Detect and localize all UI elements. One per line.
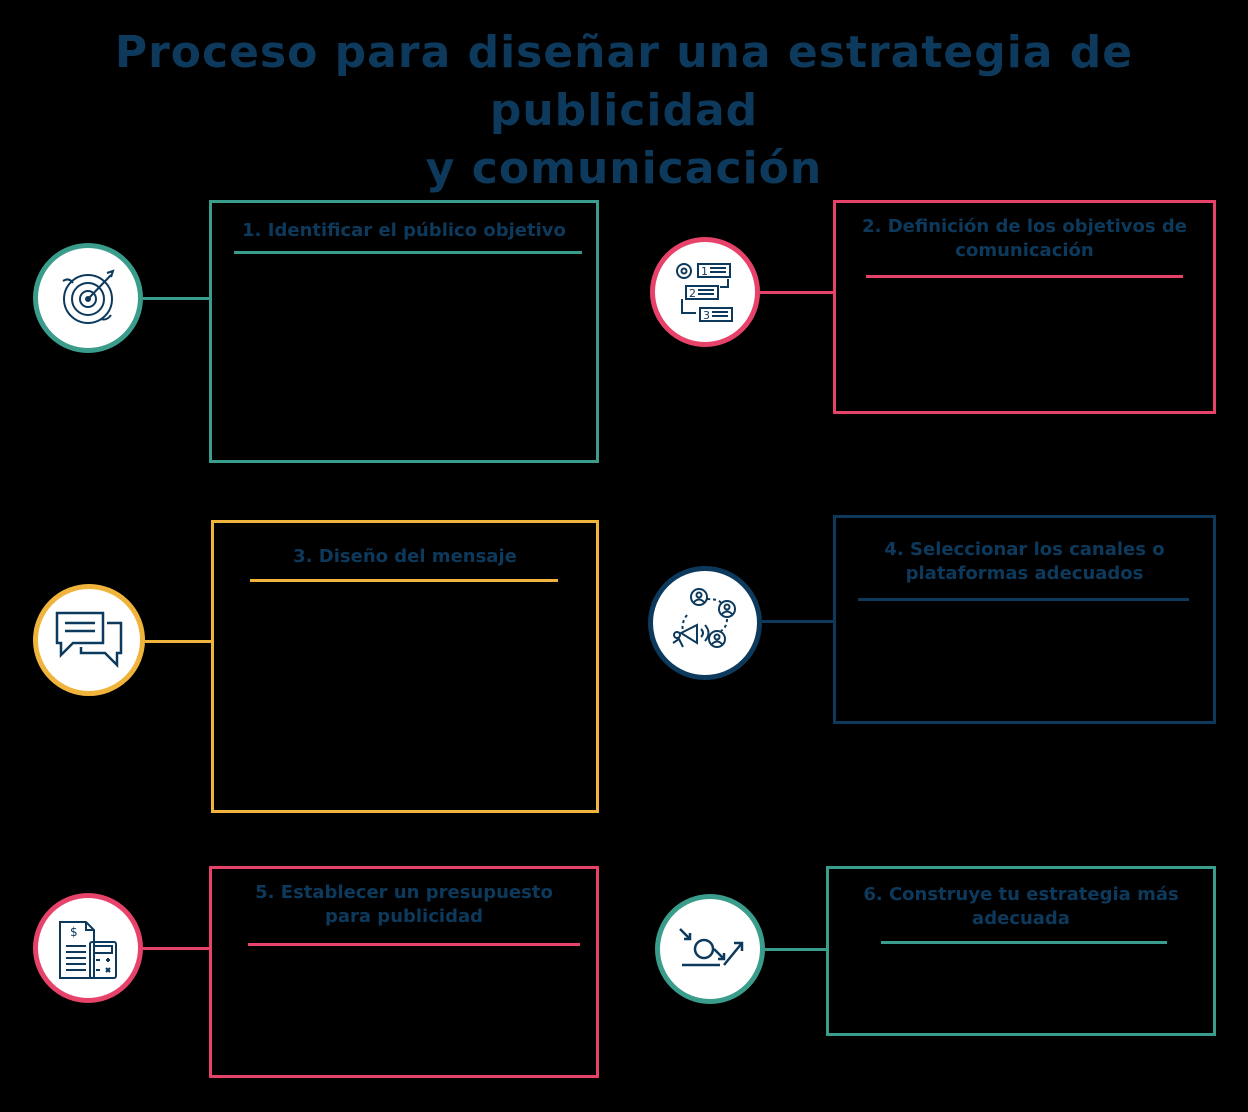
numbered-steps-icon: 1 2 3	[676, 263, 733, 322]
step-3-connector	[145, 640, 213, 643]
step-5-box: 5. Establecer un presupuesto para public…	[209, 866, 599, 1078]
step-3-box: 3. Diseño del mensaje	[211, 520, 599, 813]
step-1-label: 1. Identificar el público objetivo	[242, 220, 566, 241]
step-5-icon-circle: $	[33, 893, 143, 1003]
step-4-box: 4. Seleccionar los canales o plataformas…	[833, 515, 1216, 724]
step-3-divider	[250, 579, 558, 582]
page-title: Proceso para diseñar una estrategia de p…	[24, 24, 1224, 198]
svg-text:2: 2	[689, 287, 696, 300]
step-6-connector	[765, 948, 829, 951]
target-icon	[62, 269, 115, 324]
step-4-label: 4. Seleccionar los canales o plataformas…	[884, 539, 1165, 584]
step-2-connector	[760, 291, 836, 294]
chat-bubbles-icon	[55, 611, 123, 669]
step-1-box: 1. Identificar el público objetivo	[209, 200, 599, 463]
megaphone-network-icon	[672, 588, 736, 648]
step-2-divider	[866, 275, 1183, 278]
step-4-connector	[762, 620, 836, 623]
step-5-label: 5. Establecer un presupuesto para public…	[255, 882, 553, 927]
title-line-1: Proceso para diseñar una estrategia de p…	[114, 27, 1134, 136]
step-1-divider	[234, 251, 582, 254]
title-line-2: y comunicación	[425, 143, 823, 194]
step-1-connector	[143, 297, 211, 300]
step-2-icon-circle: 1 2 3	[650, 237, 760, 347]
invoice-calculator-icon: $	[59, 921, 117, 979]
step-4-divider	[858, 598, 1189, 601]
step-6-divider	[881, 941, 1167, 944]
step-6-box: 6. Construye tu estrategia más adecuada	[826, 866, 1216, 1036]
step-5-divider	[248, 943, 580, 946]
svg-text:1: 1	[701, 265, 708, 278]
step-6-label: 6. Construye tu estrategia más adecuada	[863, 884, 1179, 929]
step-5-connector	[143, 947, 211, 950]
svg-text:3: 3	[703, 309, 710, 322]
svg-text:$: $	[70, 925, 78, 939]
step-4-icon-circle	[648, 566, 762, 680]
strategy-arrow-icon	[679, 928, 744, 967]
step-6-icon-circle	[655, 894, 765, 1004]
step-2-box: 2. Definición de los objetivos de comuni…	[833, 200, 1216, 414]
step-3-label: 3. Diseño del mensaje	[293, 546, 517, 567]
step-2-label: 2. Definición de los objetivos de comuni…	[862, 216, 1187, 261]
step-1-icon-circle	[33, 243, 143, 353]
step-3-icon-circle	[33, 584, 145, 696]
